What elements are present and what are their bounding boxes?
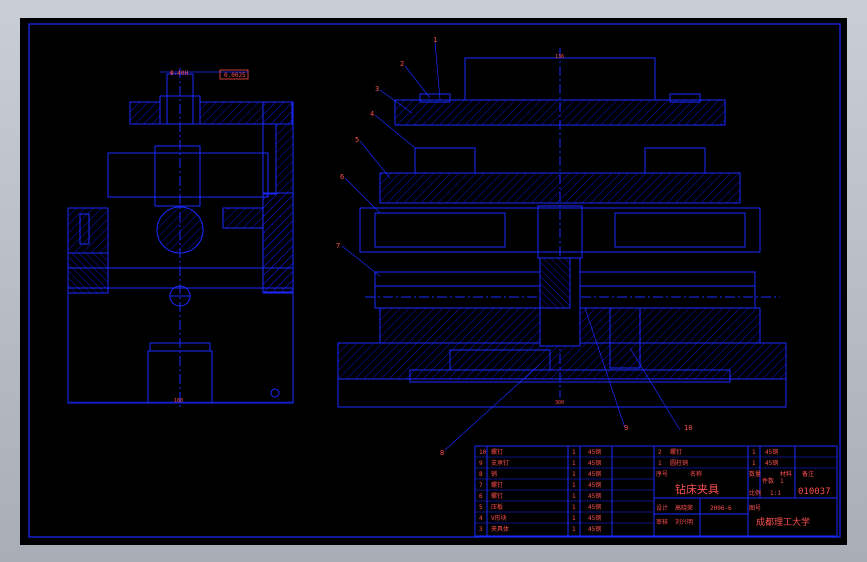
drawn-value: 高晓荣	[675, 504, 693, 512]
bom-upper-name: 圆柱销	[670, 459, 688, 467]
bom-row-mat: 45钢	[588, 514, 601, 522]
bom-row-qty: 1	[572, 515, 576, 522]
title-block	[474, 445, 838, 537]
bom-row-name: 夹具体	[491, 525, 509, 533]
bom-upper-qty: 1	[752, 460, 756, 467]
callout-2: 2	[400, 60, 404, 68]
callout-4: 4	[370, 110, 374, 118]
date-label: 2006-6	[710, 505, 732, 512]
qty-label: 件数	[762, 477, 774, 485]
bom-header-mat: 材料	[780, 470, 792, 478]
bom-header-qty: 数量	[749, 470, 761, 478]
bom-upper-name: 螺钉	[670, 448, 682, 456]
bom-upper-mat: 45钢	[765, 448, 778, 456]
callout-9: 9	[624, 424, 628, 432]
bom-row-mat: 45钢	[588, 503, 601, 511]
bom-row-qty: 1	[572, 449, 576, 456]
front-section-view	[337, 41, 787, 451]
bom-row-no: 8	[479, 471, 483, 478]
callout-10: 10	[684, 424, 692, 432]
left-side-view	[67, 68, 294, 408]
bom-row-name: 螺钉	[491, 492, 503, 500]
bom-row-no: 10	[479, 449, 487, 456]
bom-header-name: 名称	[690, 470, 702, 478]
bom-row-mat: 45钢	[588, 492, 601, 500]
callout-8: 8	[440, 449, 444, 457]
scale-value: 1:1	[770, 490, 781, 497]
callout-5: 5	[355, 136, 359, 144]
bom-upper-qty: 1	[752, 449, 756, 456]
bom-row-name: 销	[491, 470, 497, 478]
callout-3: 3	[375, 85, 379, 93]
bom-row-name: V形块	[491, 514, 507, 522]
bom-row-no: 5	[479, 504, 483, 511]
drawing-number: 010037	[798, 487, 831, 497]
drawn-label: 设计	[656, 504, 668, 512]
drawing-title: 钻床夹具	[675, 482, 719, 496]
checked-value: 刘兴明	[675, 518, 693, 526]
sheet-label: 图号	[749, 505, 761, 512]
callout-6: 6	[340, 173, 344, 181]
bom-row-no: 4	[479, 515, 483, 522]
bom-row-qty: 1	[572, 471, 576, 478]
drawing-border	[28, 23, 841, 538]
bom-row-no: 3	[479, 526, 483, 533]
bom-row-qty: 1	[572, 526, 576, 533]
bom-row-no: 6	[479, 493, 483, 500]
bom-row-qty: 1	[572, 493, 576, 500]
bom-row-name: 螺钉	[491, 448, 503, 456]
bom-row-mat: 45钢	[588, 481, 601, 489]
bom-row-mat: 45钢	[588, 448, 601, 456]
bom-row-mat: 45钢	[588, 459, 601, 467]
bom-upper-no: 1	[658, 460, 662, 467]
drawing-sheet: Φ-40H 0.0025 160	[20, 18, 847, 545]
dim-width-bottom: 300	[555, 400, 564, 406]
bom-row-qty: 1	[572, 460, 576, 467]
checked-label: 审核	[656, 518, 668, 526]
bom-row-mat: 45钢	[588, 525, 601, 533]
bom-row-qty: 1	[572, 482, 576, 489]
callout-1: 1	[433, 36, 437, 44]
bom-row-mat: 45钢	[588, 470, 601, 478]
bom-upper-mat: 45钢	[765, 459, 778, 467]
bom-row-name: 压板	[491, 503, 503, 511]
dim-width-top: 136	[555, 54, 564, 60]
bom-row-name: 螺钉	[491, 481, 503, 489]
dim-width-left: 160	[174, 398, 183, 404]
bom-header-no: 序号	[656, 470, 668, 478]
callout-7: 7	[336, 242, 340, 250]
bom-upper-no: 2	[658, 449, 662, 456]
qty-value: 1	[780, 478, 784, 485]
scale-label: 比例	[749, 489, 761, 497]
school-name: 成都理工大学	[756, 516, 810, 528]
remark-label: 备注	[802, 470, 814, 478]
bom-row-name: 支承钉	[491, 459, 509, 467]
bom-row-no: 7	[479, 482, 483, 489]
bom-row-no: 9	[479, 460, 483, 467]
fit-code-label: Φ-40H	[170, 70, 188, 77]
fit-tolerance-label: 0.0025	[224, 72, 246, 79]
bom-row-qty: 1	[572, 504, 576, 511]
